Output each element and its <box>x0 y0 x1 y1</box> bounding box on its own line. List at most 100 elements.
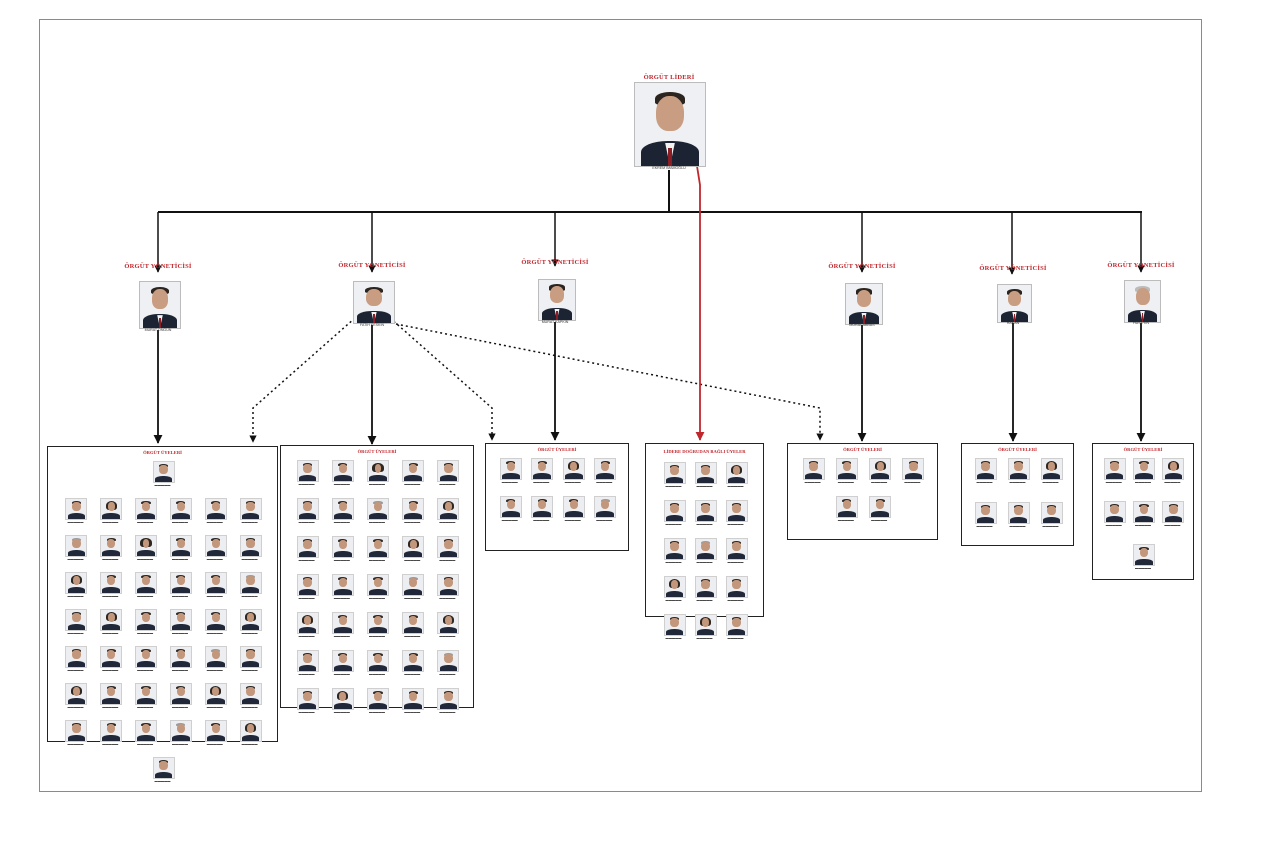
member-name-label: ▬▬▬▬▬ <box>206 742 223 746</box>
member-name-label: ▬▬▬▬▬ <box>137 742 154 746</box>
member-photo <box>869 496 892 518</box>
member-photo <box>296 650 319 672</box>
member-photo <box>402 650 425 672</box>
member-photo <box>725 500 748 522</box>
member-photo <box>367 574 389 596</box>
member-photo <box>402 536 425 558</box>
manager-5-portrait <box>997 284 1032 323</box>
member-photo <box>169 498 192 520</box>
member-name-label: ▬▬▬▬▬ <box>102 594 119 598</box>
leader-role-label: ÖRGÜT LİDERİ <box>643 74 695 81</box>
member-name-label: ▬▬▬▬▬ <box>333 672 350 676</box>
manager-1-name: MURAT ONGUN <box>144 328 172 332</box>
manager-4-role: ÖRGÜT YÖNETİCİSİ <box>828 263 896 270</box>
member-name-label: ▬▬▬▬▬ <box>533 518 550 522</box>
group-3-box: ÖRGÜT ÜYELERİ ▬▬▬▬▬▬▬▬▬▬▬▬▬▬▬▬▬▬▬▬▬▬▬▬▬▬… <box>485 443 629 551</box>
member-photo <box>65 683 88 705</box>
member-name-label: ▬▬▬▬▬ <box>404 634 421 638</box>
member-photo <box>204 646 227 668</box>
member-name-label: ▬▬▬▬▬ <box>241 594 258 598</box>
member-name-label: ▬▬▬▬▬ <box>298 596 315 600</box>
member-photo <box>531 496 554 518</box>
member-name-label: ▬▬▬▬▬ <box>171 668 188 672</box>
member-photo <box>802 458 825 480</box>
member-photo <box>65 646 88 668</box>
member-name-label: ▬▬▬▬▬ <box>804 480 821 484</box>
member-name-label: ▬▬▬▬▬ <box>298 710 315 714</box>
member-name-label: ▬▬▬▬▬ <box>439 672 456 676</box>
group-7-box: ÖRGÜT ÜYELERİ ▬▬▬▬▬▬▬▬▬▬▬▬▬▬▬▬▬▬▬▬▬▬▬▬▬▬… <box>1092 443 1194 580</box>
member-photo <box>65 572 88 594</box>
member-photo <box>135 683 158 705</box>
member-name-label: ▬▬▬▬▬ <box>439 482 456 486</box>
member-name-label: ▬▬▬▬▬ <box>727 484 744 488</box>
member-photo <box>1007 458 1030 480</box>
manager-3-role: ÖRGÜT YÖNETİCİSİ <box>521 259 589 266</box>
member-photo <box>100 720 123 742</box>
group-4-title: LİDERE DOĞRUDAN BAĞLI ÜYELER <box>663 449 746 454</box>
member-name-label: ▬▬▬▬▬ <box>333 634 350 638</box>
member-name-label: ▬▬▬▬▬ <box>871 480 888 484</box>
member-photo <box>296 688 319 710</box>
member-name-label: ▬▬▬▬▬ <box>665 522 682 526</box>
member-name-label: ▬▬▬▬▬ <box>67 557 84 561</box>
member-photo <box>239 646 262 668</box>
leader-name: EKREM İMAMOĞLU <box>652 166 686 170</box>
member-name-label: ▬▬▬▬▬ <box>665 598 682 602</box>
member-photo <box>725 462 748 484</box>
member-name-label: ▬▬▬▬▬ <box>369 672 385 676</box>
member-photo <box>1133 501 1155 523</box>
manager-4-portrait <box>845 283 883 325</box>
member-photo <box>100 572 123 594</box>
member-photo <box>135 572 158 594</box>
member-photo <box>204 609 227 631</box>
member-photo <box>367 536 389 558</box>
group-4-box: LİDERE DOĞRUDAN BAĞLI ÜYELER ▬▬▬▬▬ ▬▬▬▬▬ ▬… <box>645 443 764 640</box>
member-photo <box>204 720 227 742</box>
member-photo <box>367 650 389 672</box>
member-photo <box>437 498 460 520</box>
member-name-label: ▬▬▬▬▬ <box>154 779 171 783</box>
member-name-label: ▬▬▬▬▬ <box>369 520 385 524</box>
member-photo <box>725 576 748 598</box>
member-photo <box>152 461 175 483</box>
member-name-label: ▬▬▬▬▬ <box>696 636 713 640</box>
member-name-label: ▬▬▬▬▬ <box>67 668 84 672</box>
member-photo <box>331 574 354 596</box>
member-name-label: ▬▬▬▬▬ <box>533 480 550 484</box>
member-photo <box>331 536 354 558</box>
member-photo <box>135 609 158 631</box>
member-photo <box>1103 501 1126 523</box>
member-name-label: ▬▬▬▬▬ <box>696 560 713 564</box>
member-photo <box>1040 502 1063 524</box>
group-5-title: ÖRGÜT ÜYELERİ <box>843 447 882 452</box>
member-name-label: ▬▬▬▬▬ <box>333 710 350 714</box>
member-photo <box>239 720 262 742</box>
member-photo <box>663 538 686 560</box>
member-photo <box>562 458 585 480</box>
leader-direct-link <box>695 165 705 441</box>
member-name-label: ▬▬▬▬▬ <box>1105 523 1122 527</box>
member-name-label: ▬▬▬▬▬ <box>154 483 171 487</box>
member-name-label: ▬▬▬▬▬ <box>596 480 613 484</box>
member-name-label: ▬▬▬▬▬ <box>137 705 154 709</box>
member-name-label: ▬▬▬▬▬ <box>1105 480 1122 484</box>
member-name-label: ▬▬▬▬▬ <box>333 596 350 600</box>
member-photo <box>869 458 892 480</box>
member-name-label: ▬▬▬▬▬ <box>333 520 350 524</box>
member-photo <box>402 688 425 710</box>
member-name-label: ▬▬▬▬▬ <box>696 522 713 526</box>
member-photo <box>499 458 522 480</box>
member-name-label: ▬▬▬▬▬ <box>102 520 119 524</box>
group-1-title: ÖRGÜT ÜYELERİ <box>143 450 182 455</box>
member-photo <box>65 609 88 631</box>
member-photo <box>1133 458 1155 480</box>
member-photo <box>135 720 158 742</box>
member-photo <box>65 720 88 742</box>
member-name-label: ▬▬▬▬▬ <box>596 518 613 522</box>
member-photo <box>694 538 717 560</box>
manager-2-portrait <box>353 281 395 324</box>
member-photo <box>65 498 88 520</box>
member-name-label: ▬▬▬▬▬ <box>137 520 154 524</box>
member-name-label: ▬▬▬▬▬ <box>241 557 258 561</box>
